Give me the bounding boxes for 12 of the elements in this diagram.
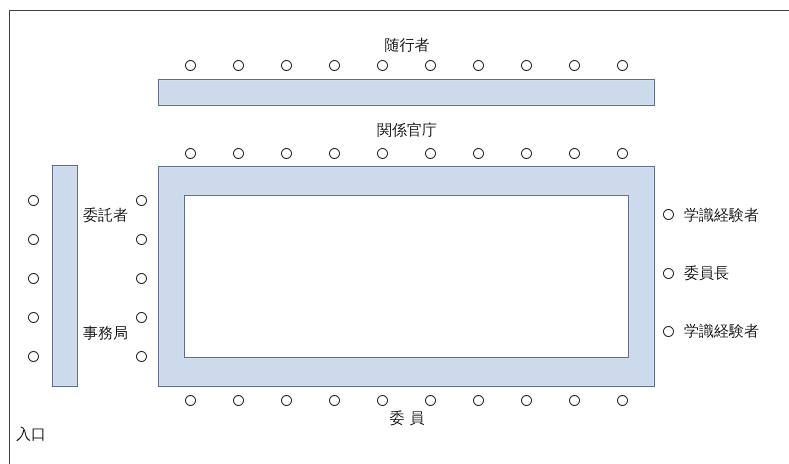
table	[158, 79, 655, 106]
table	[52, 165, 78, 387]
seat-label: 学識経験者	[684, 206, 759, 225]
seat-label: 委員長	[684, 264, 729, 283]
seat-label: 委 員	[390, 409, 424, 428]
seat-label: 委託者	[83, 206, 128, 225]
seat-label: 随行者	[384, 36, 430, 55]
seat-label: 事務局	[83, 324, 128, 343]
seat-label: 関係官庁	[377, 121, 437, 140]
seat-label: 学識経験者	[684, 322, 759, 341]
seat-label: 入口	[16, 425, 46, 444]
u-shaped-table	[158, 166, 655, 387]
